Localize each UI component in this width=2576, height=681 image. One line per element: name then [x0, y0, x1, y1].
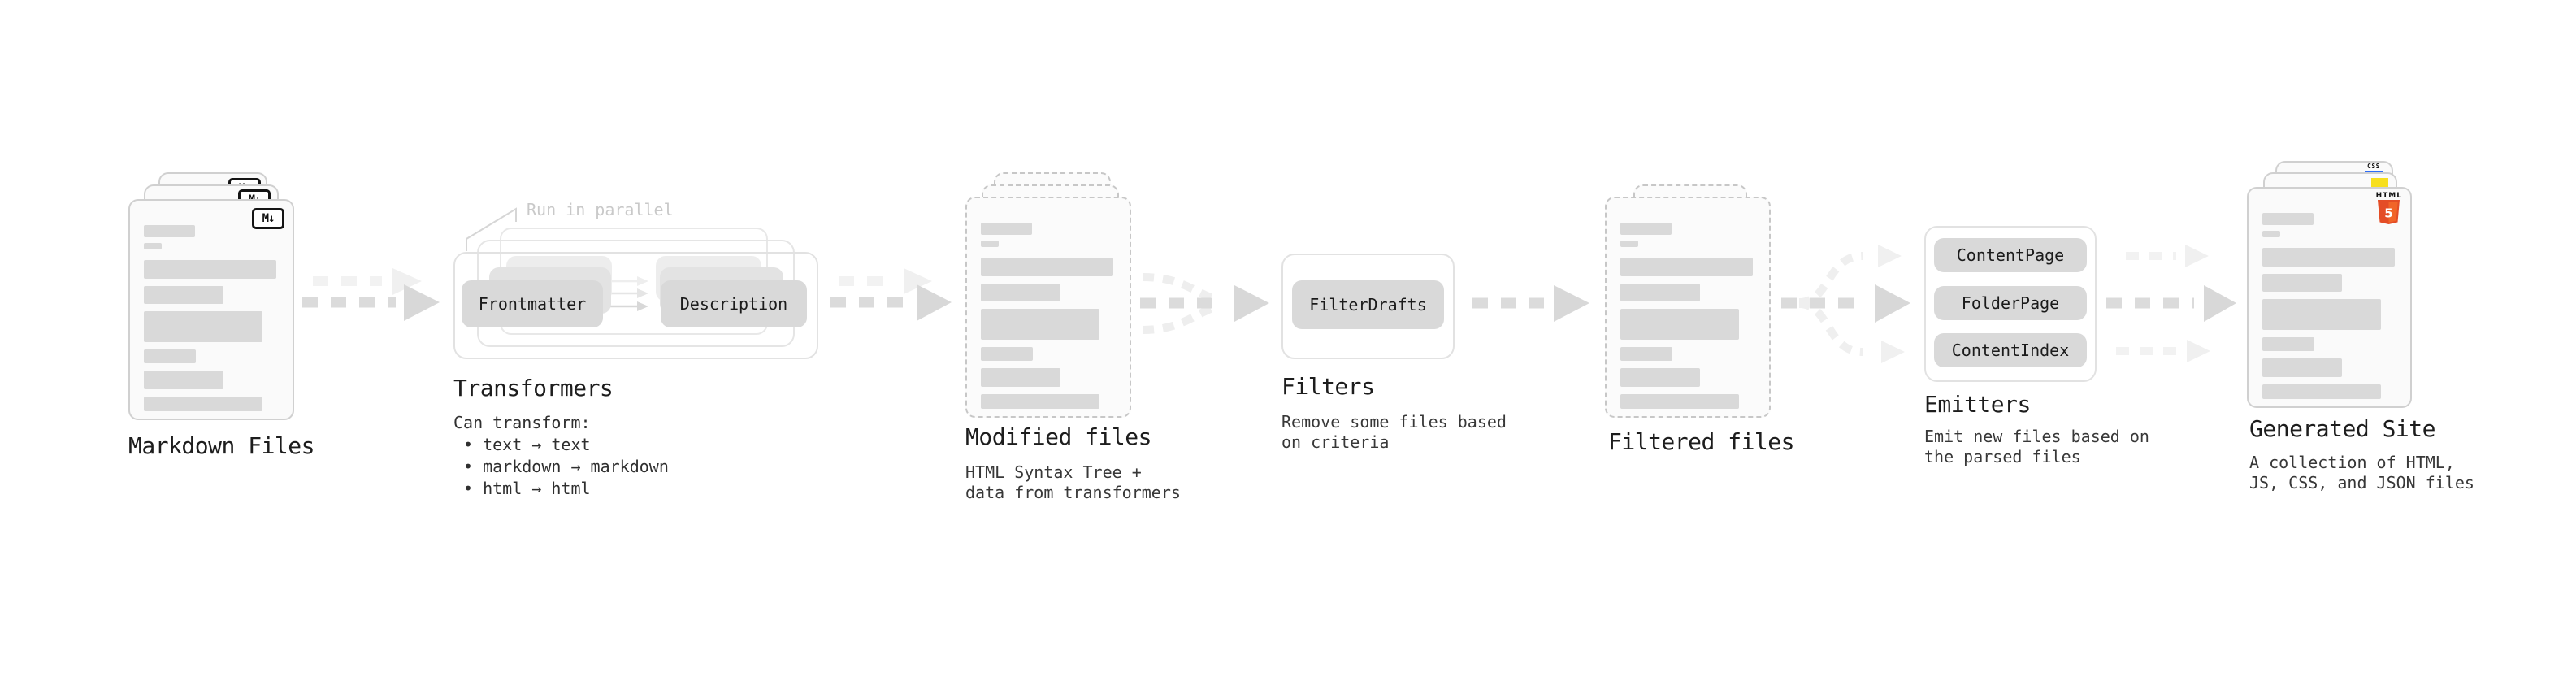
- doc-content-lines: [1620, 223, 1753, 409]
- transform-bullet: • markdown → markdown: [463, 457, 669, 476]
- generated-site-label: Generated Site: [2249, 415, 2436, 442]
- contentindex-node: ContentIndex: [1934, 333, 2087, 367]
- generated-file-front: HTML 5: [2247, 187, 2412, 408]
- emitters-subtitle: Emit new files based on the parsed files: [1924, 427, 2149, 466]
- css-badge-text: CSS: [2367, 163, 2380, 170]
- html5-shield: 5: [2378, 200, 2400, 224]
- html5-number: 5: [2385, 206, 2393, 221]
- transformers-frame-front: [453, 252, 818, 359]
- markdown-file-front: M↓: [128, 199, 294, 420]
- modified-file-front: [965, 197, 1131, 418]
- filters-frame: [1281, 254, 1455, 359]
- arrow-filters-to-filtered: [1472, 285, 1589, 322]
- description-node: Description: [661, 280, 807, 327]
- filterdrafts-node: FilterDrafts: [1292, 280, 1444, 329]
- generated-site-subtitle: A collection of HTML, JS, CSS, and JSON …: [2249, 453, 2474, 492]
- filtered-file-front: [1605, 197, 1771, 418]
- html5-badge-text: HTML: [2375, 192, 2402, 200]
- doc-content-lines: [2262, 213, 2395, 399]
- arrow-emitters-to-generated: [2106, 245, 2236, 362]
- emitters-title: Emitters: [1924, 391, 2031, 418]
- markdown-icon: M↓: [252, 208, 284, 229]
- filters-title: Filters: [1281, 373, 1375, 400]
- modified-files-label: Modified files: [965, 423, 1152, 450]
- arrow-modified-to-filters: [1140, 273, 1269, 334]
- markdown-files-label: Markdown Files: [128, 432, 315, 459]
- doc-content-lines: [981, 223, 1113, 409]
- modified-files-subtitle: HTML Syntax Tree + data from transformer…: [965, 462, 1181, 502]
- html5-icon: HTML 5: [2376, 192, 2402, 224]
- filters-subtitle: Remove some files based on criteria: [1281, 412, 1507, 452]
- run-in-parallel-annotation: Run in parallel: [527, 200, 674, 219]
- arrow-transformers-to-modified: [830, 268, 952, 321]
- folderpage-node: FolderPage: [1934, 286, 2087, 320]
- transform-bullet: • text → text: [463, 435, 591, 454]
- filtered-files-label: Filtered files: [1608, 428, 1795, 455]
- arrow-markdown-to-transformers: [302, 268, 440, 321]
- transformers-description: Can transform: • text → text • markdown …: [453, 412, 669, 500]
- can-transform-heading: Can transform:: [453, 413, 591, 432]
- emitters-frame: [1924, 226, 2097, 382]
- js-icon: [2371, 178, 2388, 189]
- arrow-filtered-to-emitters: [1781, 245, 1910, 363]
- css3-icon: CSS: [2365, 163, 2383, 173]
- transformers-title: Transformers: [453, 375, 614, 401]
- transform-bullet: • html → html: [463, 479, 591, 498]
- contentpage-node: ContentPage: [1934, 238, 2087, 272]
- doc-content-lines: [144, 225, 276, 411]
- frontmatter-node: Frontmatter: [462, 280, 603, 327]
